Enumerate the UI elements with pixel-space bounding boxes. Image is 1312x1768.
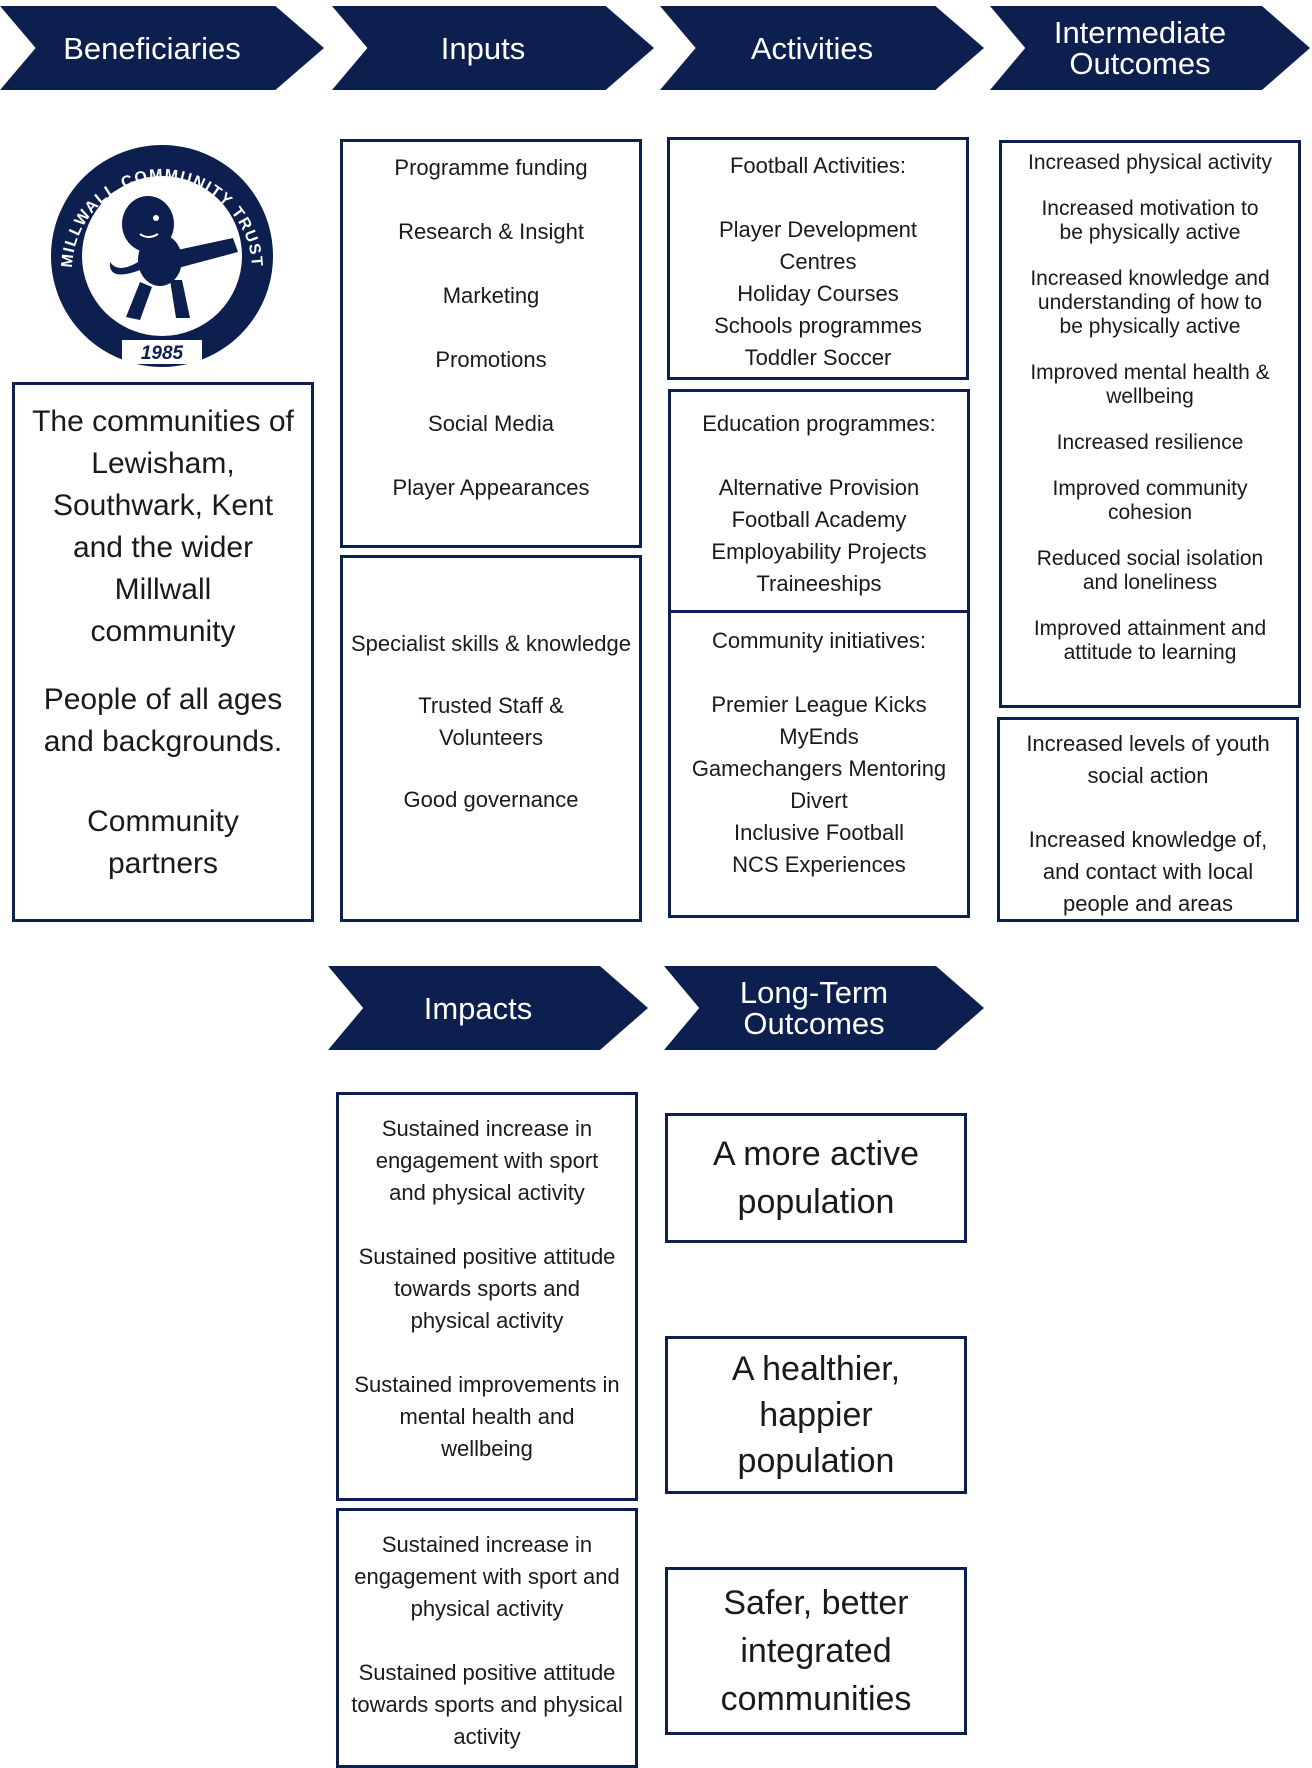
longterm-box-safer: Safer, better integrated communities <box>665 1567 967 1735</box>
activities-box-education: Education programmes: Alternative Provis… <box>668 389 970 613</box>
beneficiaries-communities: The communities of Lewisham, Southwark, … <box>32 405 294 648</box>
community-initiatives-list: Premier League Kicks MyEnds Gamechangers… <box>691 692 947 877</box>
longterm-safer-communities: Safer, better integrated communities <box>720 1584 912 1718</box>
input-item: Trusted Staff & Volunteers <box>418 693 564 750</box>
impact-item: Sustained positive attitude towards spor… <box>358 1244 616 1333</box>
activities-box-community: Community initiatives: Premier League Ki… <box>668 610 970 918</box>
longterm-active-population: A more active population <box>713 1135 919 1221</box>
impact-item: Sustained increase in engagement with sp… <box>375 1116 599 1205</box>
beneficiaries-box: The communities of Lewisham, Southwark, … <box>12 382 314 922</box>
millwall-community-trust-logo: MILLWALL COMMUNITY TRUST 1985 <box>48 142 276 370</box>
header-longterm-line1: Long-Term <box>739 975 889 1010</box>
intermediate-box-community: Increased levels of youth social action … <box>997 717 1299 922</box>
impact-item: Sustained increase in engagement with sp… <box>354 1532 620 1621</box>
impact-item: Sustained positive attitude towards spor… <box>351 1660 623 1749</box>
header-activities: Activities <box>660 6 984 90</box>
intermediate-item: Increased resilience <box>1056 431 1244 454</box>
header-intermediate-line1: Intermediate <box>1053 15 1227 50</box>
input-item: Promotions <box>435 347 547 372</box>
inputs-box-resources: Programme funding Research & Insight Mar… <box>340 139 642 548</box>
input-item: Research & Insight <box>398 219 584 244</box>
football-activities-list: Player Development Centres Holiday Cours… <box>714 217 922 370</box>
impacts-box-1: Sustained increase in engagement with sp… <box>336 1092 638 1501</box>
education-programmes-title: Education programmes: <box>702 411 936 436</box>
impact-item: Sustained improvements in mental health … <box>354 1372 620 1461</box>
header-intermediate-line2: Outcomes <box>1069 46 1211 81</box>
inputs-box-people: Specialist skills & knowledge Trusted St… <box>340 555 642 922</box>
header-beneficiaries-label: Beneficiaries <box>63 30 241 66</box>
intermediate-box-health: Increased physical activity Increased mo… <box>999 140 1301 708</box>
beneficiaries-partners: Community partners <box>87 805 239 880</box>
longterm-box-active: A more active population <box>665 1113 967 1243</box>
intermediate-item: Increased levels of youth social action <box>1026 731 1270 788</box>
header-inputs: Inputs <box>332 6 654 90</box>
intermediate-item: Increased physical activity <box>1028 151 1272 174</box>
intermediate-item: Improved community cohesion <box>1052 477 1248 524</box>
input-item: Social Media <box>428 411 554 436</box>
intermediate-item: Reduced social isolation and loneliness <box>1036 547 1264 594</box>
header-beneficiaries: Beneficiaries <box>0 6 324 90</box>
intermediate-item: Increased motivation to be physically ac… <box>1041 197 1259 244</box>
header-longterm-line2: Outcomes <box>743 1006 885 1041</box>
header-activities-label: Activities <box>750 30 874 66</box>
community-initiatives-title: Community initiatives: <box>712 628 926 653</box>
input-item: Good governance <box>403 787 579 812</box>
header-inputs-label: Inputs <box>440 30 526 66</box>
intermediate-item: Improved attainment and attitude to lear… <box>1033 617 1267 664</box>
lion-crest-icon: MILLWALL COMMUNITY TRUST 1985 <box>51 145 273 367</box>
header-impacts: Impacts <box>328 966 648 1050</box>
input-item: Specialist skills & knowledge <box>350 631 632 656</box>
input-item: Player Appearances <box>392 475 590 500</box>
intermediate-item: Increased knowledge of, and contact with… <box>1028 827 1268 916</box>
activities-box-football: Football Activities: Player Development … <box>667 137 969 380</box>
header-intermediate-outcomes: Intermediate Outcomes <box>990 6 1310 90</box>
football-activities-title: Football Activities: <box>729 153 907 178</box>
education-programmes-list: Alternative Provision Football Academy E… <box>711 475 927 596</box>
beneficiaries-people: People of all ages and backgrounds. <box>43 683 283 758</box>
intermediate-item: Increased knowledge and understanding of… <box>1030 267 1270 338</box>
input-item: Marketing <box>442 283 540 308</box>
input-item: Programme funding <box>394 155 588 180</box>
logo-year: 1985 <box>141 343 184 364</box>
header-impacts-label: Impacts <box>423 990 533 1026</box>
longterm-healthier-population: A healthier, happier population <box>731 1350 901 1480</box>
longterm-box-healthier: A healthier, happier population <box>665 1336 967 1494</box>
header-long-term-outcomes: Long-Term Outcomes <box>664 966 984 1050</box>
impacts-box-2: Sustained increase in engagement with sp… <box>336 1508 638 1768</box>
intermediate-item: Improved mental health & wellbeing <box>1030 361 1270 408</box>
